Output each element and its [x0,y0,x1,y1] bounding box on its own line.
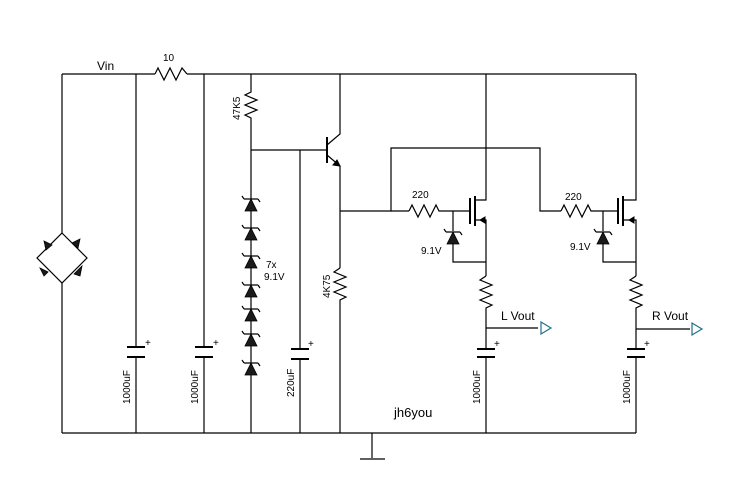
capacitor-c2-plus: + [213,338,219,349]
capacitor-c1-plus: + [145,338,151,349]
capacitor-c3-label: 220uF [286,369,297,397]
capacitor-c3 [291,150,309,433]
vin-label: Vin [97,59,114,73]
left-mosfet [469,74,487,276]
capacitor-c2 [195,74,213,433]
left-zener-label: 9.1V [421,246,442,257]
right-gate-resistor [560,203,618,219]
left-output-label: L Vout [501,309,535,323]
capacitor-right-plus: + [644,339,650,350]
capacitor-left-label: 1000uF [472,370,483,404]
capacitor-c1-label: 1000uF [122,370,133,404]
zener-count-label: 7x [266,260,277,271]
input-resistor [154,66,188,82]
right-output-label: R Vout [652,309,689,323]
left-gate-resistor-label: 220 [412,190,429,201]
capacitor-right [627,348,645,433]
right-mosfet [617,74,637,276]
author-label: jh6you [393,405,432,420]
bias-resistor [243,74,259,150]
ground-rail [62,432,636,460]
right-zener [593,211,636,263]
capacitor-left [477,348,495,433]
input-resistor-label: 10 [163,53,175,64]
zener-voltage-label: 9.1V [264,272,285,283]
left-source-resistor [478,275,553,349]
left-zener [443,211,486,263]
capacitor-c1 [127,74,145,433]
pass-transistor [326,74,341,268]
gate-drive-wiring [340,147,561,212]
capacitor-c3-plus: + [308,339,314,350]
right-source-resistor [628,275,704,349]
zener-string [241,150,261,433]
bridge-rectifier [36,74,88,433]
emitter-resistor [332,267,348,433]
capacitor-right-label: 1000uF [622,370,633,404]
capacitor-c2-label: 1000uF [190,370,201,404]
right-zener-label: 9.1V [570,242,591,253]
right-gate-resistor-label: 220 [565,192,582,203]
left-gate-resistor [408,203,470,219]
capacitor-left-plus: + [494,339,500,350]
bias-resistor-label: 47K5 [232,96,243,120]
emitter-resistor-label: 4K75 [322,274,333,298]
